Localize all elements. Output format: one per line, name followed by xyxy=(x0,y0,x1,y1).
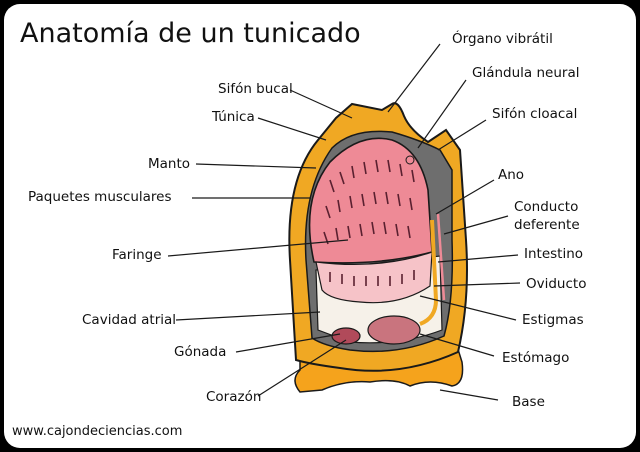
leader-lines xyxy=(167,43,521,401)
label-tunica: Túnica xyxy=(212,109,255,125)
label-conducto-deferente: Conducto deferente xyxy=(514,199,580,233)
label-faringe: Faringe xyxy=(112,247,162,263)
label-gonada: Gónada xyxy=(174,344,227,360)
label-organo-vibratil: Órgano vibrátil xyxy=(452,31,553,47)
gonad-shape xyxy=(331,327,361,345)
stomach-shape xyxy=(367,315,421,345)
pharynx-lower xyxy=(315,251,433,304)
label-ano: Ano xyxy=(498,167,525,183)
label-manto: Manto xyxy=(148,156,191,172)
page-title: Anatomía de un tunicado xyxy=(20,18,361,49)
label-estomago: Estómago xyxy=(502,350,570,366)
label-sifon-bucal: Sifón bucal xyxy=(218,81,293,97)
label-base: Base xyxy=(512,394,545,410)
label-oviducto: Oviducto xyxy=(526,276,587,292)
footer-url: www.cajondeciencias.com xyxy=(12,424,183,439)
label-paquetes-musculares: Paquetes musculares xyxy=(28,189,172,205)
label-corazon: Corazón xyxy=(206,389,262,405)
label-intestino: Intestino xyxy=(524,246,584,262)
vibratile-organ-shape xyxy=(405,155,415,165)
label-cavidad-atrial: Cavidad atrial xyxy=(82,312,177,328)
stigmata-marks xyxy=(323,159,415,286)
label-estigmas: Estigmas xyxy=(522,312,584,328)
label-sifon-cloacal: Sifón cloacal xyxy=(492,106,578,122)
label-glandula-neural: Glándula neural xyxy=(472,65,580,81)
